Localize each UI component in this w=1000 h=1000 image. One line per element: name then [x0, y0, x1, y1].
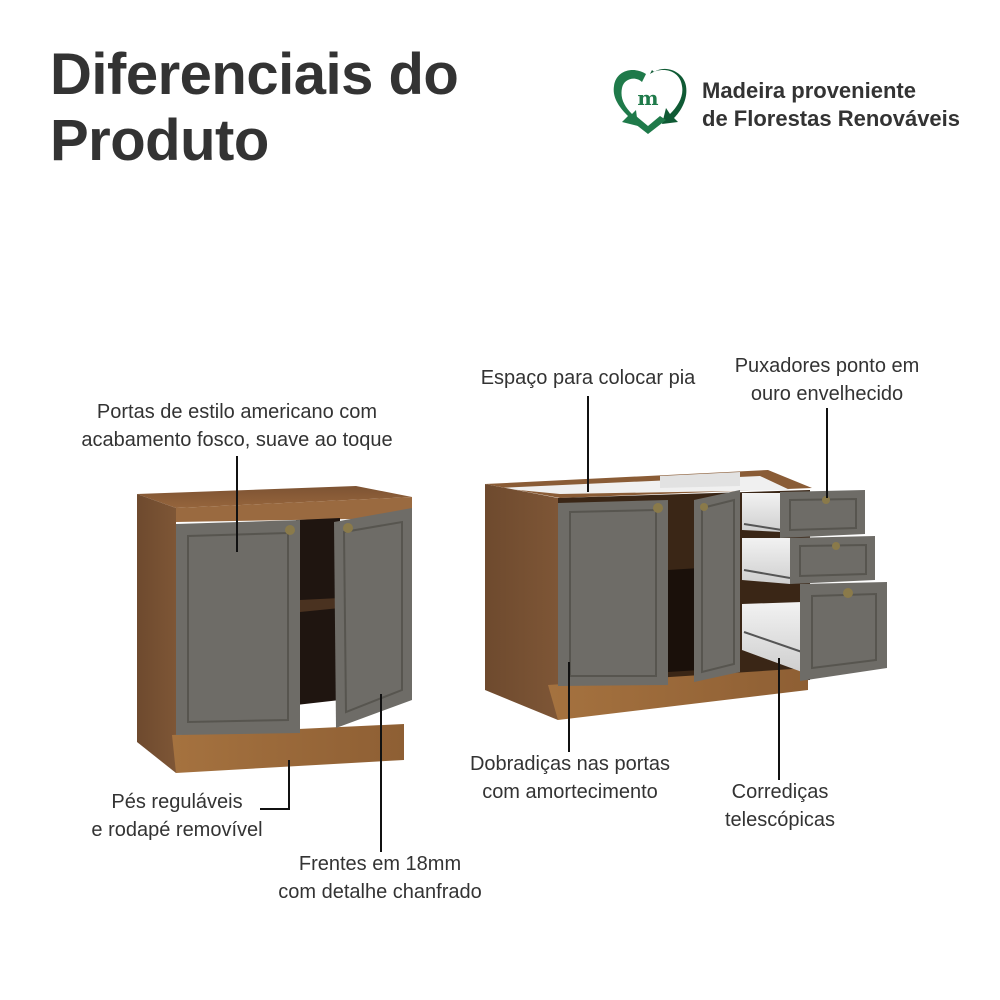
callout-hinges: Dobradiças nas portas com amortecimento	[450, 750, 690, 806]
callout-feet-line-2: e rodapé removível	[91, 819, 263, 841]
page-title: Diferenciais do Produto	[50, 42, 459, 174]
callout-hinges-line-1: Dobradiças nas portas	[469, 753, 671, 775]
callout-fronts-line-2: com detalhe chanfrado	[278, 881, 482, 903]
callout-hinges-line-2: com amortecimento	[482, 781, 658, 803]
callout-line-handles	[826, 408, 828, 498]
two-door-cabinet	[137, 486, 412, 773]
callout-handles-line-2: ouro envelhecido	[750, 383, 904, 405]
callout-feet: Pés reguláveis e rodapé removível	[72, 788, 282, 844]
badge-line-2: de Florestas Renováveis	[702, 105, 961, 131]
callout-line-feet-vertical	[288, 760, 290, 810]
renewable-wood-badge: m Madeira proveniente de Florestas Renov…	[608, 66, 960, 143]
callout-slides-line-1: Corrediças	[731, 781, 829, 803]
callout-sink-line-1: Espaço para colocar pia	[480, 367, 696, 389]
callout-line-doors-style	[236, 456, 238, 552]
badge-text: Madeira proveniente de Florestas Renováv…	[702, 77, 960, 133]
callout-slides-line-2: telescópicas	[724, 809, 836, 831]
svg-text:m: m	[637, 86, 658, 110]
callout-line-fronts	[380, 694, 382, 852]
sink-cabinet-with-drawers	[485, 470, 887, 720]
callout-sink: Espaço para colocar pia	[460, 364, 716, 392]
callout-fronts: Frentes em 18mm com detalhe chanfrado	[255, 850, 505, 906]
callout-handles-line-1: Puxadores ponto em	[734, 355, 920, 377]
callout-slides: Corrediças telescópicas	[710, 778, 850, 834]
callout-doors-style-line-2: acabamento fosco, suave ao toque	[81, 429, 393, 451]
callout-line-hinges	[568, 662, 570, 752]
callout-feet-line-1: Pés reguláveis	[111, 791, 243, 813]
callout-line-feet-horizontal	[260, 808, 290, 810]
callout-doors-style-line-1: Portas de estilo americano com	[96, 401, 378, 423]
callout-fronts-line-1: Frentes em 18mm	[298, 853, 462, 875]
badge-line-1: Madeira proveniente	[702, 77, 916, 103]
callout-doors-style: Portas de estilo americano com acabament…	[52, 398, 422, 454]
title-line-1: Diferenciais do	[50, 42, 459, 107]
callout-handles: Puxadores ponto em ouro envelhecido	[716, 352, 938, 408]
recycle-heart-m-icon: m	[608, 66, 688, 143]
callout-line-sink	[587, 396, 589, 492]
callout-line-slides	[778, 658, 780, 780]
title-line-2: Produto	[50, 108, 269, 173]
